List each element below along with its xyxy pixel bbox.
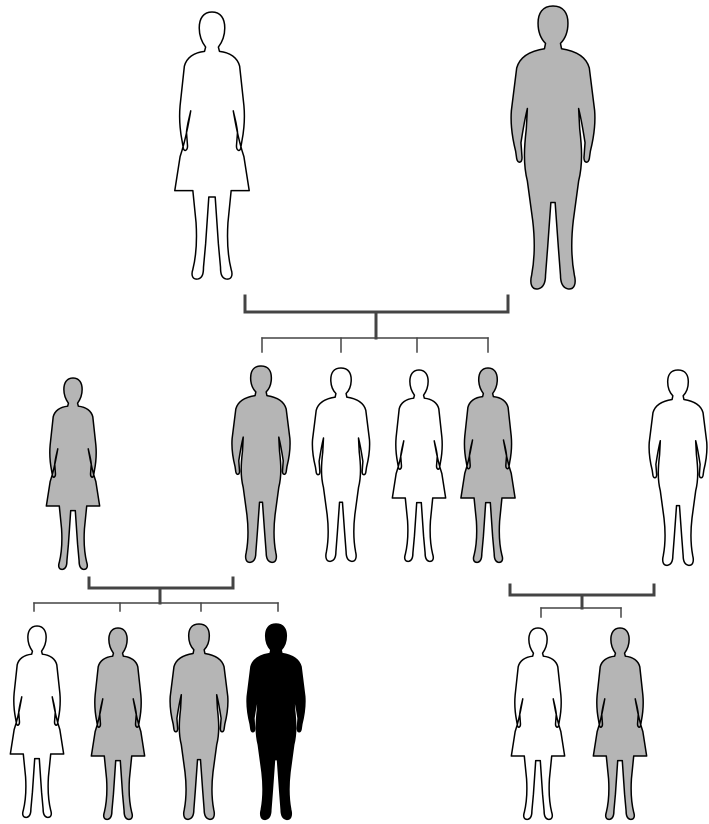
female-silhouette-icon — [391, 369, 447, 563]
female-silhouette-icon — [90, 627, 146, 821]
female-silhouette-icon — [510, 627, 566, 821]
person-g2-daughter-1 — [391, 369, 447, 563]
person-g2-spouse-right — [648, 369, 708, 567]
male-silhouette-icon — [311, 367, 371, 563]
person-g3-left-4 — [246, 623, 306, 821]
male-silhouette-icon — [246, 623, 306, 821]
female-silhouette-icon — [592, 627, 648, 821]
family-members — [9, 5, 708, 821]
person-g1-mother — [174, 11, 250, 280]
female-silhouette-icon — [174, 11, 250, 280]
male-silhouette-icon — [231, 365, 291, 564]
person-g1-father — [510, 5, 596, 290]
female-silhouette-icon — [45, 377, 101, 571]
male-silhouette-icon — [169, 623, 229, 821]
person-g3-left-3 — [169, 623, 229, 821]
person-g3-right-1 — [510, 627, 566, 821]
female-silhouette-icon — [9, 625, 65, 819]
person-g3-left-1 — [9, 625, 65, 819]
male-silhouette-icon — [648, 369, 708, 567]
male-silhouette-icon — [510, 5, 596, 290]
person-g3-left-2 — [90, 627, 146, 821]
person-g2-spouse-left — [45, 377, 101, 571]
person-g2-son-2 — [311, 367, 371, 563]
person-g2-daughter-2 — [460, 367, 516, 564]
female-silhouette-icon — [460, 367, 516, 564]
person-g3-right-2 — [592, 627, 648, 821]
person-g2-son-1 — [231, 365, 291, 564]
lineage-lines — [33, 294, 656, 618]
